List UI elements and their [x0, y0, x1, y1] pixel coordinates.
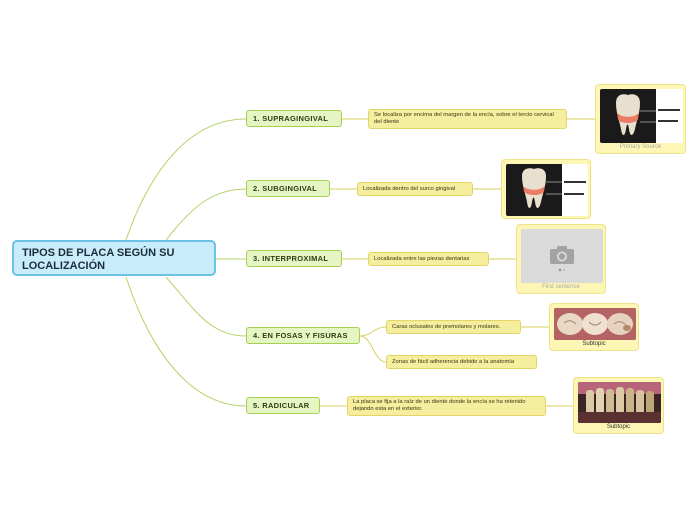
note-zonas-adherencia[interactable]: Zonas de fácil adherencia debido a la an…	[386, 355, 537, 369]
card-caption: First sentence	[542, 284, 580, 290]
note-radicular[interactable]: La placa se fija a la raíz de un diente …	[347, 396, 546, 416]
image-card-subgingival[interactable]	[501, 159, 591, 219]
camera-icon	[550, 246, 574, 264]
card-caption: Primary Source	[619, 144, 662, 150]
image-card-fosas[interactable]: Subtopic	[549, 303, 639, 351]
image-card-supragingival[interactable]: Primary Source	[595, 84, 686, 154]
image-card-radicular[interactable]: Subtopic	[573, 377, 664, 434]
central-topic[interactable]: TIPOS DE PLACA SEGÚN SU LOCALIZACIÓN	[12, 240, 216, 276]
note-interproximal[interactable]: Localizada entre las piezas dentarias	[368, 252, 489, 266]
note-subgingival[interactable]: Localizada dentro del surco gingival	[357, 182, 473, 196]
tooth-subgingival-image	[506, 164, 588, 216]
branch-subgingival[interactable]: 2. SUBGINGIVAL	[246, 180, 330, 197]
tooth-plaque-image	[600, 89, 683, 143]
branch-fosas-fisuras[interactable]: 4. EN FOSAS Y FISURAS	[246, 327, 360, 344]
branch-supragingival[interactable]: 1. SUPRAGINGIVAL	[246, 110, 342, 127]
branch-radicular[interactable]: 5. RADICULAR	[246, 397, 320, 414]
image-placeholder	[521, 229, 603, 283]
note-caras-oclusales[interactable]: Caras oclusales de premolares y molares.	[386, 320, 521, 334]
card-caption: Subtopic	[582, 341, 606, 347]
radicular-teeth-photo	[578, 382, 661, 423]
molars-photo	[554, 308, 636, 340]
branch-interproximal[interactable]: 3. INTERPROXIMAL	[246, 250, 342, 267]
note-supragingival[interactable]: Se localiza por encima del margen de la …	[368, 109, 567, 129]
image-card-interproximal[interactable]: First sentence	[516, 224, 606, 294]
card-caption: Subtopic	[606, 424, 631, 430]
